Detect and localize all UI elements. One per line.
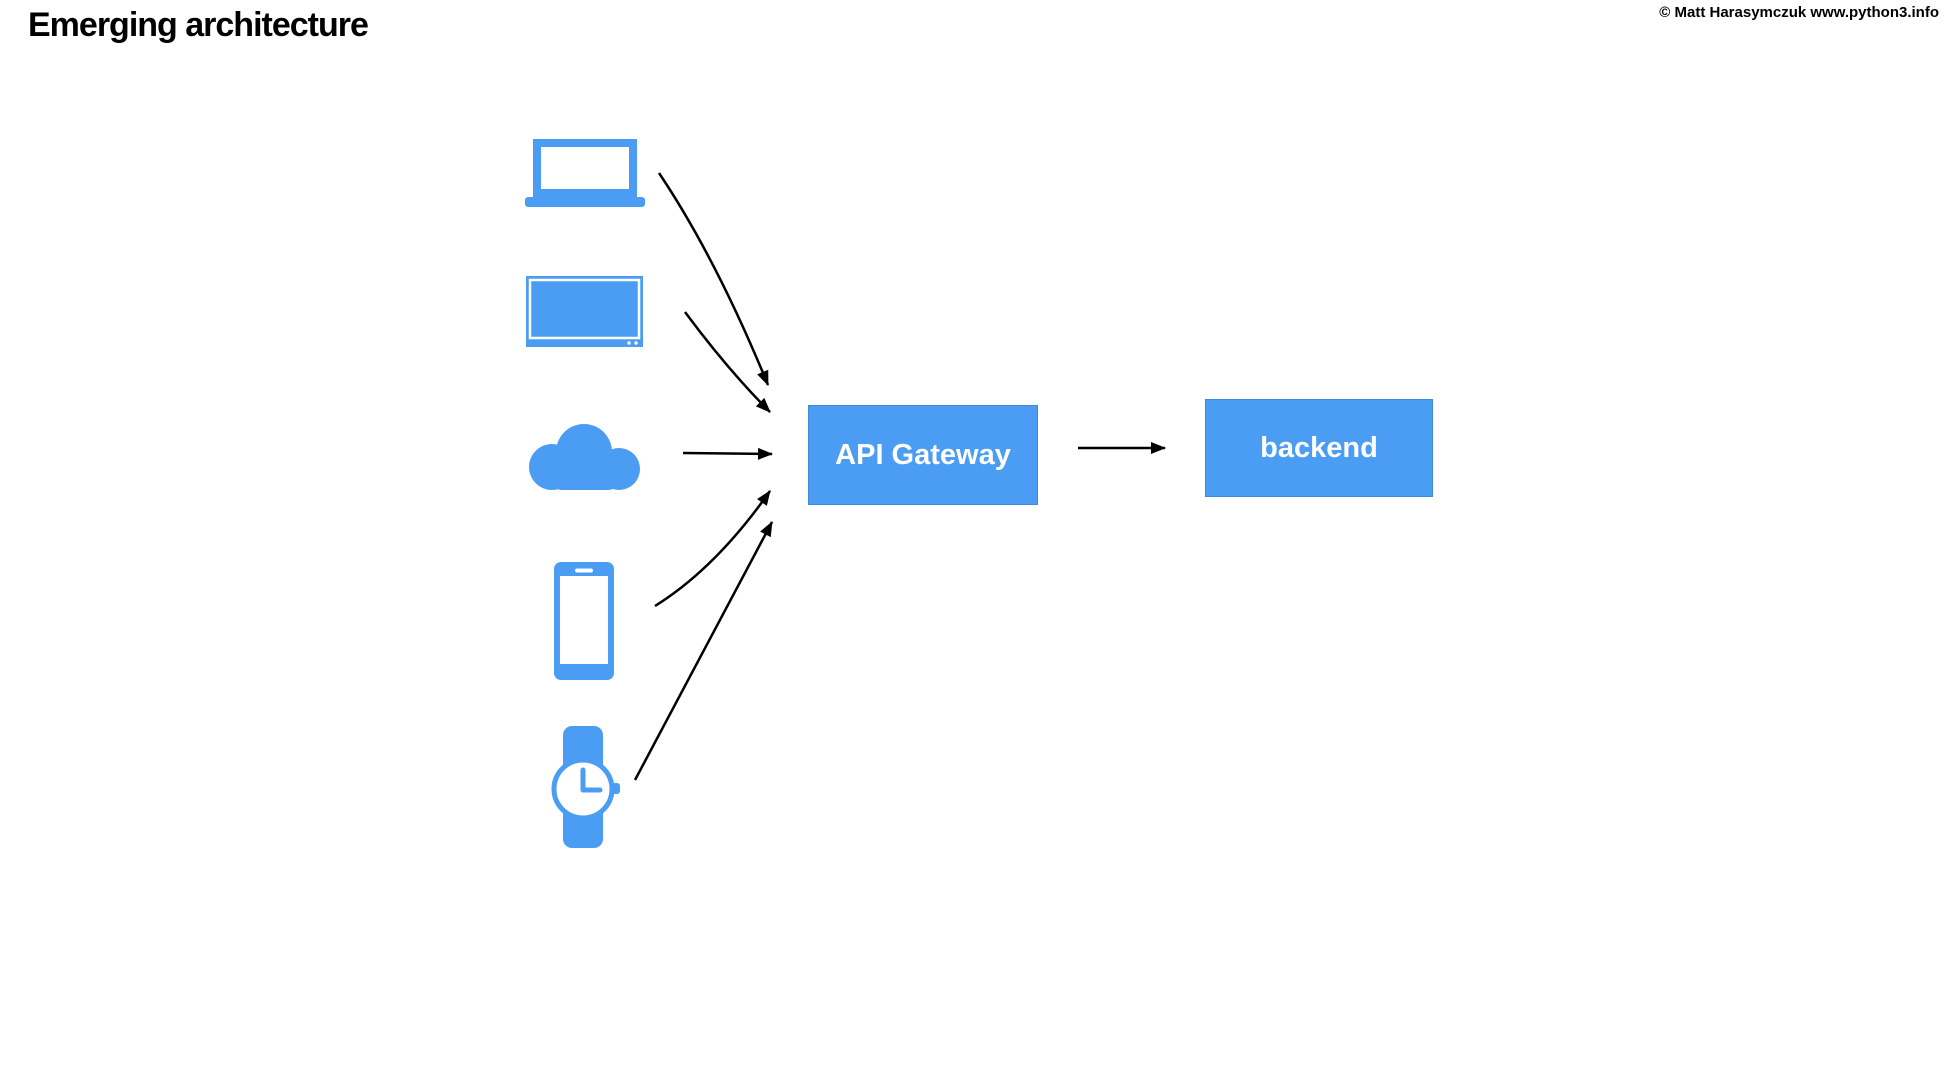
laptop-icon [525, 135, 645, 207]
smartphone-icon [554, 562, 614, 680]
slide-title: Emerging architecture [28, 6, 369, 44]
cloud-icon [527, 422, 643, 490]
edge-smartphone-to-api-gateway [654, 490, 772, 608]
edge-smartwatch-to-api-gateway [633, 521, 774, 781]
backend-label: backend [1260, 431, 1378, 464]
smartwatch-icon [551, 726, 621, 848]
backend-box: backend [1205, 399, 1433, 497]
api-gateway-label: API Gateway [835, 438, 1011, 471]
api-gateway-box: API Gateway [808, 405, 1038, 505]
copyright-text: © Matt Harasymczuk www.python3.info [1659, 4, 1939, 21]
edge-cloud-to-api-gateway [682, 447, 773, 460]
edge-tv-to-api-gateway [683, 311, 771, 413]
edge-laptop-to-api-gateway [657, 172, 770, 386]
tv-icon [526, 276, 643, 347]
